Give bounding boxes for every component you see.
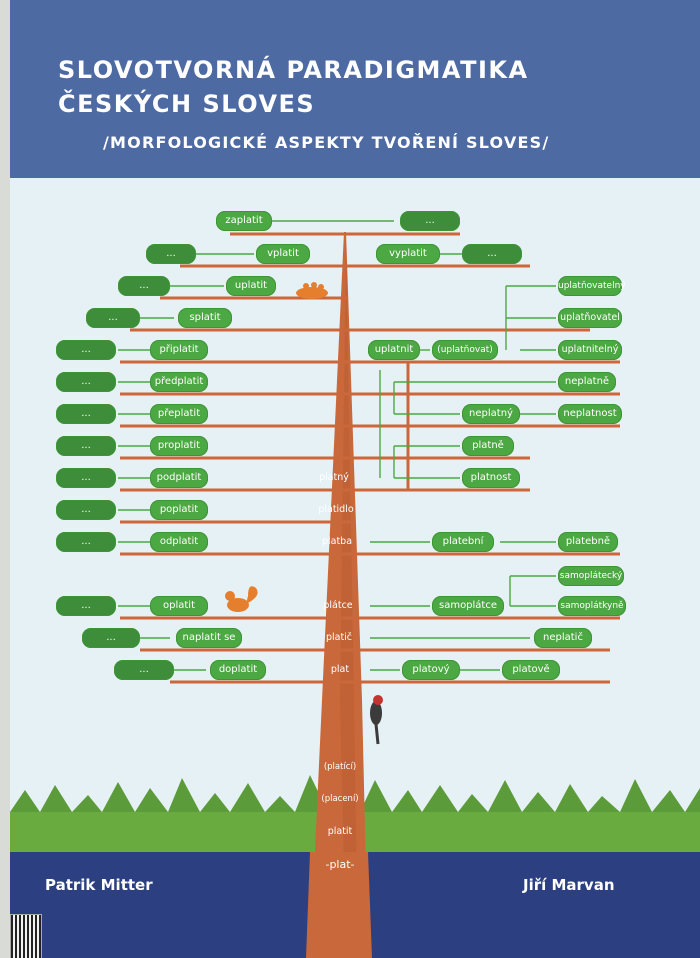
leaf-priplatit-result: ... (56, 340, 116, 360)
stem-platic: platič (325, 632, 353, 643)
trunk-base (306, 852, 372, 958)
leaf-neplatne: neplatně (558, 372, 616, 392)
leaf-splatit-result: ... (86, 308, 140, 328)
leaf-poplatit: poplatit (150, 500, 208, 520)
branches (120, 232, 620, 684)
leaf-neplatic: neplatič (534, 628, 592, 648)
leaf-platebni: platební (432, 532, 494, 552)
leaf-poplatit-result: ... (56, 500, 116, 520)
leaf-vplatit-result: ... (146, 244, 196, 264)
stem-platidlo: platidlo (318, 504, 354, 515)
woodpecker-illustration (370, 695, 383, 745)
leaf-doplatit-result: ... (114, 660, 174, 680)
leaf-oplatit-result: ... (56, 596, 116, 616)
leaf-predplatit: předplatit (150, 372, 208, 392)
leaf-platne: platně (462, 436, 514, 456)
leaf-uplatnovatel: uplatňovatel (558, 308, 622, 328)
leaf-platnost: platnost (462, 468, 520, 488)
leaf-samoplatecky: samoplátecký (558, 566, 624, 586)
leaf-samoplatkyne: samoplátkyně (558, 596, 626, 616)
leaf-neplatny: neplatný (462, 404, 520, 424)
stem-platit: platit (327, 826, 353, 837)
title-line-2: ČESKÝCH SLOVES (58, 90, 316, 118)
leaf-naplatit-se-result: ... (82, 628, 140, 648)
leaf-zaplatit-result: ... (400, 211, 460, 231)
leaf-uplatnovatelny: uplatňovatelný (558, 276, 626, 296)
stem-placeni: (placení) (321, 794, 359, 804)
leaf-platove: platově (502, 660, 560, 680)
leaf-vplatit: vplatit (256, 244, 310, 264)
leaf-uplatit: uplatit (226, 276, 276, 296)
leaf-uplatnit: uplatnit (368, 340, 420, 360)
leaf-preplatit: přeplatit (150, 404, 208, 424)
leaf-predplatit-result: ... (56, 372, 116, 392)
leaf-platovy: platový (402, 660, 460, 680)
author-left: Patrik Mitter (45, 876, 153, 894)
leaf-uplatnovat: (uplatňovat) (432, 340, 498, 360)
leaf-odplatit-result: ... (56, 532, 116, 552)
library-barcode-sticker (10, 914, 42, 958)
leaf-naplatit-se: naplatit se (176, 628, 242, 648)
leaf-zaplatit: zaplatit (216, 211, 272, 231)
stem-platici: (platící) (323, 762, 357, 772)
leaf-podplatit: podplatit (150, 468, 208, 488)
subtitle: /MORFOLOGICKÉ ASPEKTY TVOŘENÍ SLOVES/ (103, 133, 550, 152)
leaf-proplatit-result: ... (56, 436, 116, 456)
nest-illustration (296, 282, 328, 299)
title-line-1: SLOVOTVORNÁ PARADIGMATIKA (58, 56, 529, 84)
leaf-podplatit-result: ... (56, 468, 116, 488)
author-right: Jiří Marvan (523, 876, 615, 894)
leaf-vyplatit-result: ... (462, 244, 522, 264)
leaf-neplatnost: neplatnost (558, 404, 622, 424)
leaf-splatit: splatit (178, 308, 232, 328)
leaf-platebne: platebně (558, 532, 618, 552)
stem-platba: platba (321, 536, 353, 547)
squirrel-illustration (225, 586, 258, 612)
stem-platce: plátce (323, 600, 353, 611)
leaf-doplatit: doplatit (210, 660, 266, 680)
stem-platny: platný (319, 472, 349, 483)
stem-root: -plat- (325, 858, 355, 871)
leaf-priplatit: připlatit (150, 340, 208, 360)
leaf-preplatit-result: ... (56, 404, 116, 424)
leaf-odplatit: odplatit (150, 532, 208, 552)
tree-trunk (310, 232, 368, 958)
leaf-proplatit: proplatit (150, 436, 208, 456)
leaf-oplatit: oplatit (150, 596, 208, 616)
leaf-vyplatit: vyplatit (376, 244, 440, 264)
leaf-uplatit-result: ... (118, 276, 170, 296)
title-band (10, 0, 700, 178)
leaf-uplatnitelny: uplatnitelný (558, 340, 622, 360)
stem-plat: plat (330, 664, 350, 675)
book-cover: SLOVOTVORNÁ PARADIGMATIKA ČESKÝCH SLOVES… (10, 0, 700, 958)
leaf-samoplatce: samoplátce (432, 596, 504, 616)
word-formation-tree (10, 220, 700, 958)
